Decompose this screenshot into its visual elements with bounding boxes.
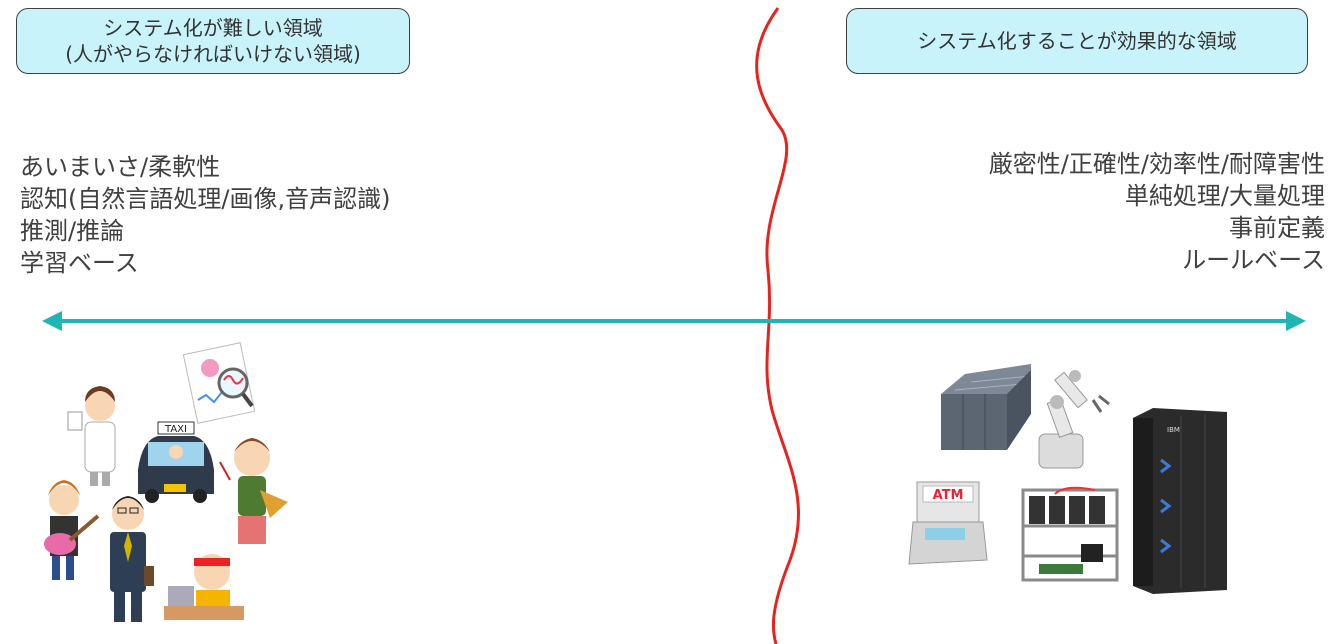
human-workers-illustration: TAXI — [44, 342, 288, 622]
hardware-rack-icon — [1021, 486, 1119, 582]
left-region-list: あいまいさ/柔軟性 認知(自然言語処理/画像,音声認識) 推測/推論 学習ベース — [20, 151, 390, 279]
left-region-header: システム化が難しい領域 (人がやらなければいけない領域) — [16, 8, 410, 74]
cashier-icon — [164, 554, 244, 620]
painter-icon — [219, 438, 288, 544]
left-item: 認知(自然言語処理/画像,音声認識) — [20, 185, 391, 213]
right-item: 事前定義 — [1229, 214, 1325, 242]
taxi-sign-label: TAXI — [164, 424, 187, 435]
atm-sign-label: ATM — [933, 488, 964, 503]
guitarist-icon — [44, 480, 100, 580]
right-item: 単純処理/大量処理 — [1124, 182, 1325, 210]
left-region-title-line2: (人がやらなければいけない領域) — [65, 42, 361, 66]
right-item: 厳密性/正確性/効率性/耐障害性 — [988, 150, 1325, 178]
businessman-icon — [110, 496, 154, 622]
atm-icon: ATM — [908, 481, 988, 565]
mainframe-icon: IBM — [1133, 408, 1227, 594]
left-item: あいまいさ/柔軟性 — [20, 153, 221, 181]
right-region-title: システム化することが効果的な領域 — [917, 29, 1237, 53]
mainframe-brand-label: IBM — [1167, 426, 1180, 434]
doctor-icon — [67, 386, 116, 486]
left-region-title-line1: システム化が難しい領域 — [103, 16, 323, 40]
taxi-icon: TAXI — [138, 421, 214, 503]
arrow-head-right — [1286, 311, 1306, 331]
report-magnifier-icon — [182, 342, 256, 424]
right-region-header: システム化することが効果的な領域 — [846, 8, 1308, 74]
robot-arm-icon — [1038, 370, 1110, 469]
left-item: 推測/推論 — [20, 217, 125, 245]
server-cluster-icon — [941, 364, 1032, 450]
machine-systems-illustration: ATM IBM — [908, 364, 1227, 594]
wavy-divider — [755, 7, 800, 644]
right-region-list: 厳密性/正確性/効率性/耐障害性 単純処理/大量処理 事前定義 ルールベース — [989, 148, 1325, 276]
arrow-head-left — [42, 311, 62, 331]
right-item: ルールベース — [1182, 246, 1325, 274]
left-item: 学習ベース — [20, 249, 139, 277]
